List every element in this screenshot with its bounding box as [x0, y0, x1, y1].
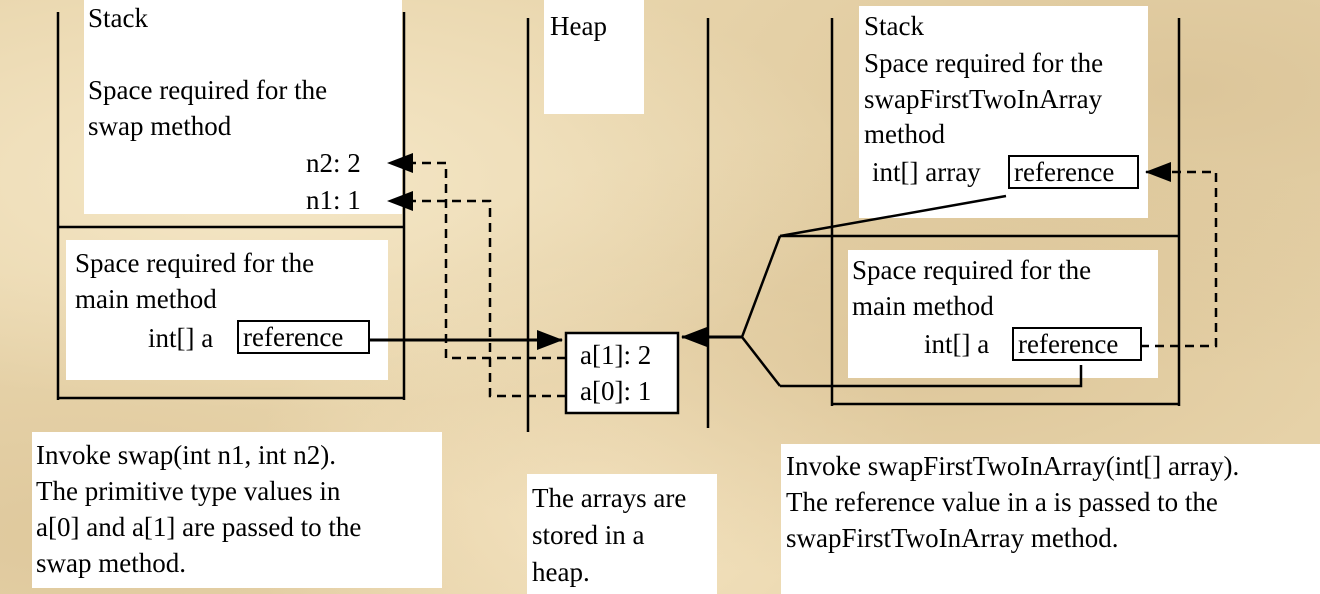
note-left-line3: a[0] and a[1] are passed to the [36, 512, 362, 542]
left-swap-frame-line1: Space required for the [88, 75, 328, 105]
right-main-var-label: int[] a [924, 329, 990, 359]
note-right-line2: The reference value in a is passed to th… [786, 487, 1218, 517]
left-swap-frame-line2: swap method [88, 111, 232, 141]
dashed-right-main-to-swap [1140, 162, 1218, 348]
note-left-line1: Invoke swap(int n1, int n2). [36, 440, 336, 470]
left-stack-title: Stack [88, 3, 148, 33]
left-swap-frame [84, 0, 402, 214]
note-middle-box [527, 474, 717, 594]
fork-lower [780, 365, 1083, 388]
note-right-line1: Invoke swapFirstTwoInArray(int[] array). [786, 451, 1240, 481]
heap-cell-a0: a[0]: 1 [580, 376, 652, 406]
right-swap-frame-line1: Space required for the [864, 48, 1104, 78]
fork-join [740, 235, 782, 387]
heap-title-box [544, 0, 644, 114]
n2-value: n2: 2 [306, 148, 361, 178]
right-swap-frame-line3: method [864, 119, 945, 149]
n1-value: n1: 1 [306, 185, 361, 215]
dashed-a0-to-n1 [387, 191, 566, 398]
note-middle-line2: stored in a [532, 520, 645, 550]
right-main-frame-line1: Space required for the [852, 255, 1092, 285]
right-swap-frame-line2: swapFirstTwoInArray [864, 84, 1103, 114]
note-middle-line3: heap. [532, 557, 590, 587]
heap-title: Heap [550, 11, 607, 41]
right-swap-reference: reference [1008, 155, 1139, 189]
note-left-line2: The primitive type values in [36, 476, 341, 506]
left-main-frame [66, 240, 388, 380]
heap-cell-a1: a[1]: 2 [580, 340, 652, 370]
left-main-frame-line2: main method [75, 284, 217, 314]
heap-array-box [564, 331, 680, 415]
note-left-box [32, 432, 442, 588]
right-main-reference: reference [1012, 327, 1142, 361]
right-stack-title: Stack [864, 11, 924, 41]
fork-upper [779, 194, 1007, 238]
left-main-reference: reference [237, 320, 370, 354]
left-main-var-label: int[] a [148, 323, 214, 353]
dashed-a1-to-n2 [387, 153, 566, 360]
right-swap-var-label: int[] array [872, 157, 981, 187]
left-main-frame-line1: Space required for the [75, 248, 315, 278]
note-middle-line1: The arrays are [532, 483, 687, 513]
note-right-box [781, 444, 1320, 594]
note-right-line3: swapFirstTwoInArray method. [786, 523, 1119, 553]
note-left-line4: swap method. [36, 548, 186, 578]
right-main-frame-line2: main method [852, 291, 994, 321]
